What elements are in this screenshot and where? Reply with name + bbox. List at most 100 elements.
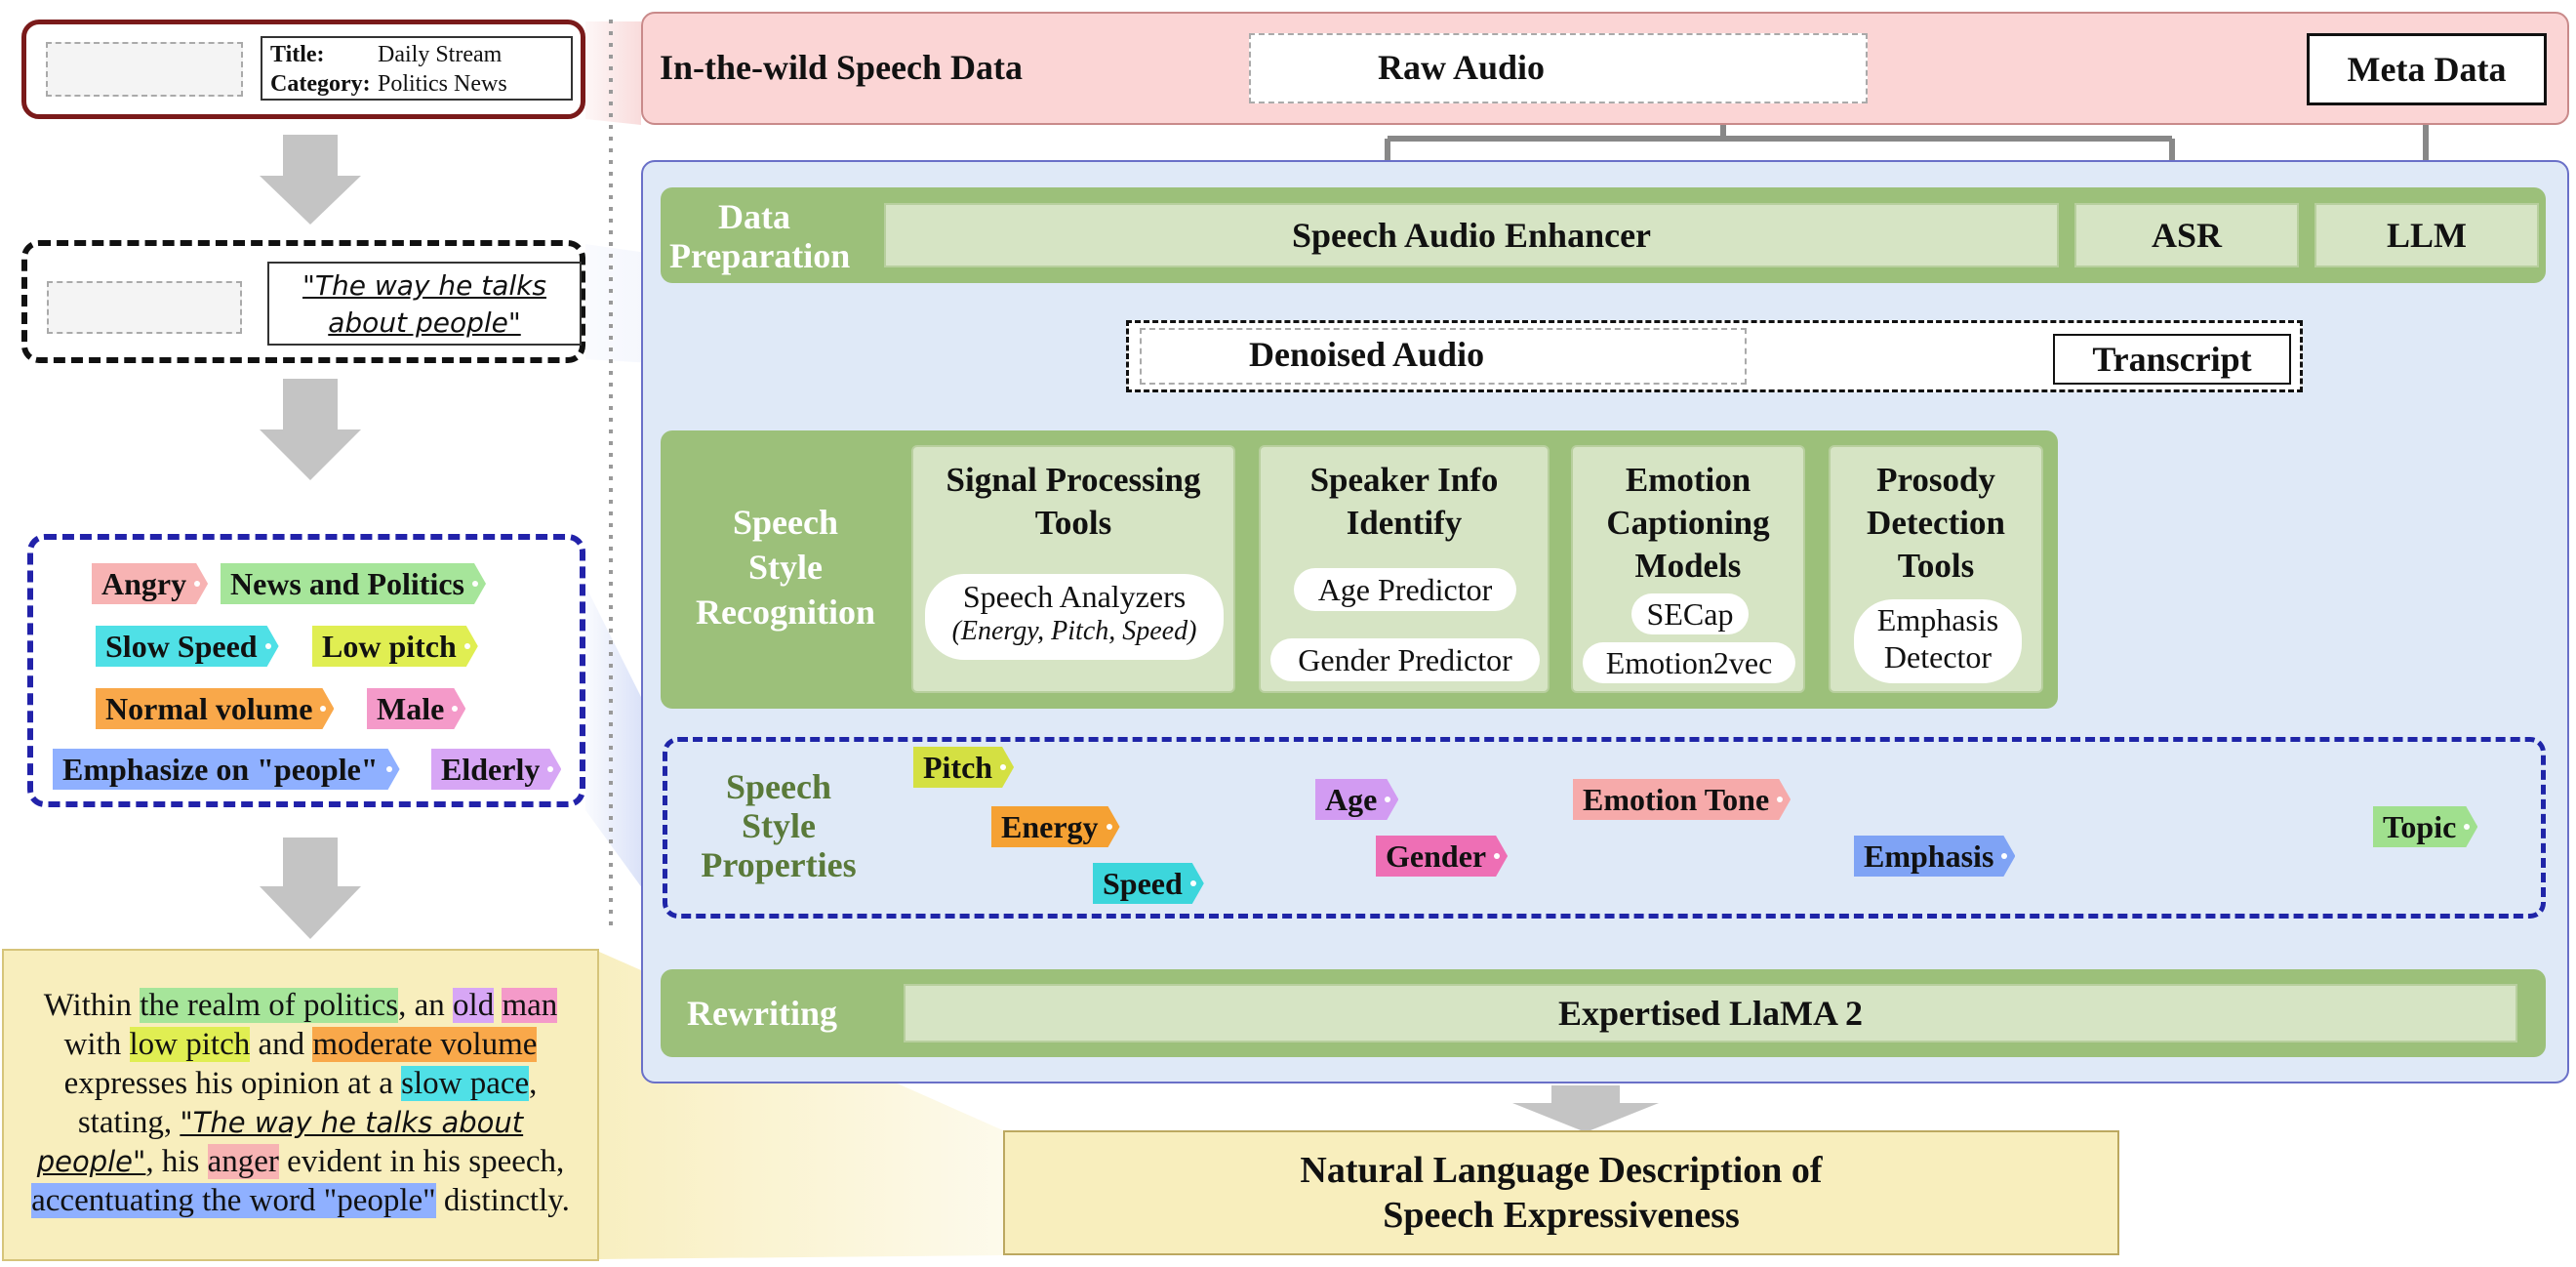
emotion2vec-pill: Emotion2vec [1583, 642, 1795, 683]
prosody-title-line1: Prosody [1876, 461, 1995, 499]
in-the-wild-title: In-the-wild Speech Data [660, 48, 1024, 87]
desc-text: expresses his opinion at a [63, 1066, 402, 1101]
tag-normal-volume: Normal volume [96, 688, 334, 729]
signal-processing-module: Signal Processing Tools Speech Analyzers… [911, 445, 1235, 693]
denoised-audio-label: Denoised Audio [1249, 335, 1485, 374]
speech-analyzers-label: Speech Analyzers [962, 579, 1187, 614]
signal-title-line1: Signal Processing [946, 461, 1201, 499]
speech-audio-enhancer: Speech Audio Enhancer [884, 203, 2059, 267]
property-pitch: Pitch [913, 747, 1014, 788]
tag-elderly: Elderly [431, 749, 561, 790]
style-recognition-label: Speech Style Recognition [665, 500, 906, 634]
desc-text: evident in his speech, [278, 1144, 565, 1179]
tag-angry: Angry [92, 563, 208, 604]
desc-text: distinctly. [435, 1183, 570, 1218]
asr-box: ASR [2074, 203, 2299, 267]
title-value: Daily Stream [378, 42, 503, 67]
speaker-title-line1: Speaker Info [1309, 461, 1499, 499]
property-emotion-tone: Emotion Tone [1573, 779, 1791, 820]
transcript-box: Transcript [2053, 334, 2291, 385]
signal-title-line2: Tools [1034, 504, 1112, 542]
prep-label-line2: Preparation [669, 236, 851, 275]
desc-highlight-gender: man [502, 988, 558, 1023]
desc-highlight-emotion: anger [207, 1144, 279, 1179]
emphasis-detector-line2: Detector [1883, 639, 1992, 674]
category-value: Politics News [378, 71, 507, 97]
tag-news-politics: News and Politics [221, 563, 486, 604]
tag-male: Male [367, 688, 465, 729]
desc-text: and [250, 1027, 313, 1062]
meta-data-box: Meta Data [2307, 33, 2547, 105]
left-down-arrows [260, 135, 361, 939]
age-predictor-pill: Age Predictor [1294, 568, 1516, 611]
desc-text: Within [43, 988, 141, 1023]
ssp-label-line2: Style [742, 806, 816, 845]
projection-pink [585, 21, 641, 125]
secap-pill: SECap [1631, 593, 1749, 634]
desc-highlight-topic: the realm of politics [140, 988, 399, 1023]
tag-low-pitch: Low pitch [312, 626, 478, 667]
raw-audio-label: Raw Audio [1378, 48, 1546, 87]
metadata-box: Title:Daily Stream Category:Politics New… [261, 36, 573, 101]
emotion-title-line3: Models [1634, 547, 1742, 585]
emphasis-detector-line1: Emphasis [1876, 602, 1999, 637]
description-card: Within the realm of politics, an old man… [2, 949, 599, 1261]
property-energy: Energy [991, 806, 1120, 847]
property-emphasis: Emphasis [1854, 836, 2015, 877]
quote-line-1: "The way he talks [302, 269, 546, 302]
quote-waveform-frame [47, 281, 242, 334]
emotion-title-line1: Emotion [1625, 461, 1751, 499]
desc-text: stating, [77, 1105, 181, 1140]
desc-highlight-pitch: low pitch [129, 1027, 251, 1062]
tags-card: Angry News and Politics Slow Speed Low p… [27, 534, 585, 807]
emotion-title-line2: Captioning [1606, 504, 1770, 542]
desc-highlight-emphasis: accentuating the word "people" [31, 1183, 436, 1218]
output-line2: Speech Expressiveness [1383, 1195, 1740, 1236]
desc-text: with [63, 1027, 130, 1062]
speech-analyzers-pill: Speech Analyzers (Energy, Pitch, Speed) [925, 574, 1224, 660]
speaker-title-line2: Identify [1346, 504, 1463, 542]
metadata-card: Title:Daily Stream Category:Politics New… [21, 20, 585, 119]
desc-quote: people" [36, 1145, 146, 1178]
metadata-waveform-frame [46, 42, 243, 97]
gender-predictor-pill: Gender Predictor [1270, 638, 1540, 681]
tag-slow-speed: Slow Speed [96, 626, 279, 667]
desc-text: , [529, 1066, 538, 1101]
prosody-detection-module: Prosody Detection Tools Emphasis Detecto… [1829, 445, 2043, 693]
tag-emphasize: Emphasize on "people" [53, 749, 400, 790]
denoised-audio-box [1140, 328, 1747, 385]
ssr-label-line3: Recognition [696, 593, 875, 632]
ssp-label-line3: Properties [701, 845, 857, 884]
emotion-captioning-module: Emotion Captioning Models SECap Emotion2… [1571, 445, 1805, 693]
property-speed: Speed [1093, 863, 1204, 904]
prep-label-line1: Data [718, 197, 790, 236]
quote-line-2: about people" [328, 307, 521, 339]
speaker-info-module: Speaker Info Identify Age Predictor Gend… [1259, 445, 1550, 693]
desc-highlight-volume: moderate volume [312, 1027, 538, 1062]
raw-audio-box [1249, 33, 1868, 103]
property-topic: Topic [2373, 806, 2477, 847]
expertised-llama-box: Expertised LlaMA 2 [904, 984, 2517, 1042]
desc-highlight-speed: slow pace [401, 1066, 530, 1101]
speech-analyzers-sub: (Energy, Pitch, Speed) [951, 616, 1197, 646]
llm-box: LLM [2314, 203, 2539, 267]
property-gender: Gender [1376, 836, 1508, 877]
ssr-label-line1: Speech [733, 503, 838, 542]
style-properties-frame [663, 737, 2546, 919]
style-properties-label: Speech Style Properties [687, 767, 870, 884]
desc-quote: "The way he talks about [180, 1106, 524, 1139]
ssr-label-line2: Style [748, 548, 823, 587]
desc-text: , his [145, 1144, 208, 1179]
prosody-title-line2: Detection [1867, 504, 2005, 542]
title-key: Title: [270, 42, 325, 67]
transcript-quote-box: "The way he talks about people" [267, 262, 582, 346]
desc-highlight-age: old [453, 988, 495, 1023]
ssp-label-line1: Speech [726, 767, 831, 806]
emphasis-detector-pill: Emphasis Detector [1854, 599, 2022, 683]
data-preparation-label: Data Preparation [662, 197, 884, 275]
output-line1: Natural Language Description of [1300, 1150, 1823, 1191]
rewriting-label: Rewriting [687, 994, 837, 1033]
desc-text: , an [398, 988, 454, 1023]
output-description-box: Natural Language Description of Speech E… [1003, 1130, 2119, 1255]
prosody-title-line3: Tools [1897, 547, 1975, 585]
